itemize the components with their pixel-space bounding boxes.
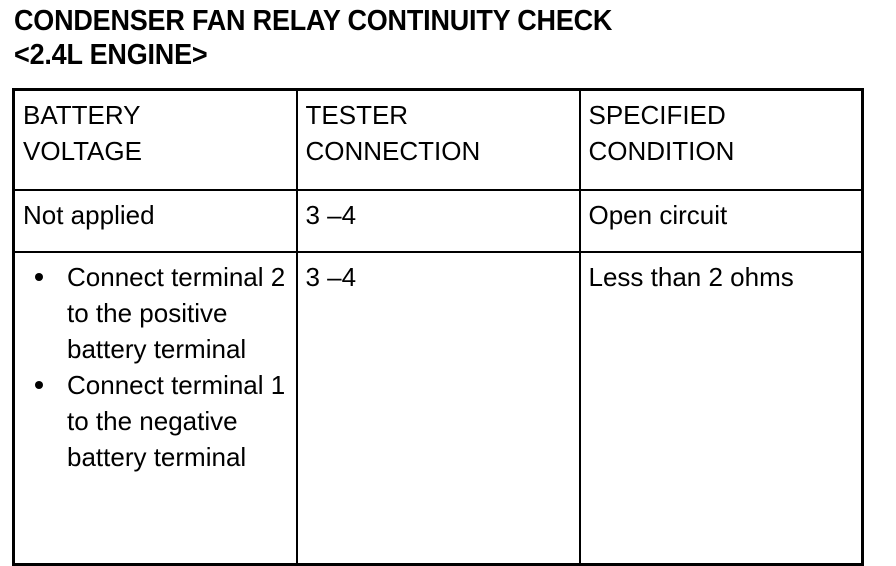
table-row: Not applied 3 –4 Open circuit	[13, 190, 863, 253]
table-row: Connect terminal 2 to the positive batte…	[13, 252, 863, 565]
column-header-battery-voltage-line-2: VOLTAGE	[23, 136, 142, 166]
column-header-battery-voltage: BATTERY VOLTAGE	[13, 89, 298, 191]
cell-battery-voltage: Not applied	[13, 190, 298, 253]
list-item-label: Connect terminal 1 to the negative batte…	[67, 370, 286, 472]
cell-specified-condition: Open circuit	[579, 190, 863, 253]
column-header-specified-condition-line-1: SPECIFIED	[588, 100, 726, 130]
bullet-icon	[35, 273, 43, 281]
page-title: CONDENSER FAN RELAY CONTINUITY CHECK <2.…	[14, 4, 874, 72]
cell-tester-connection: 3 –4	[296, 252, 581, 565]
page-title-line-1: CONDENSER FAN RELAY CONTINUITY CHECK	[14, 5, 613, 37]
column-header-specified-condition-line-2: CONDITION	[588, 136, 735, 166]
list-item: Connect terminal 2 to the positive batte…	[23, 259, 288, 367]
bullet-icon	[35, 381, 43, 389]
column-header-tester-connection-line-1: TESTER	[305, 100, 409, 130]
cell-specified-condition: Less than 2 ohms	[579, 252, 863, 565]
document-page: CONDENSER FAN RELAY CONTINUITY CHECK <2.…	[12, 4, 874, 566]
page-title-line-2: <2.4L ENGINE>	[14, 39, 208, 71]
cell-tester-connection: 3 –4	[296, 190, 581, 253]
table-header-row: BATTERY VOLTAGE TESTER CONNECTION SPECIF…	[13, 89, 863, 191]
battery-voltage-bullet-list: Connect terminal 2 to the positive batte…	[23, 259, 288, 475]
column-header-tester-connection-line-2: CONNECTION	[305, 136, 481, 166]
column-header-tester-connection: TESTER CONNECTION	[296, 89, 581, 191]
column-header-battery-voltage-line-1: BATTERY	[23, 100, 141, 130]
list-item: Connect terminal 1 to the negative batte…	[23, 367, 288, 475]
column-header-specified-condition: SPECIFIED CONDITION	[579, 89, 863, 191]
list-item-label: Connect terminal 2 to the positive batte…	[67, 262, 286, 364]
cell-battery-voltage: Connect terminal 2 to the positive batte…	[13, 252, 298, 565]
continuity-check-table: BATTERY VOLTAGE TESTER CONNECTION SPECIF…	[12, 88, 864, 566]
